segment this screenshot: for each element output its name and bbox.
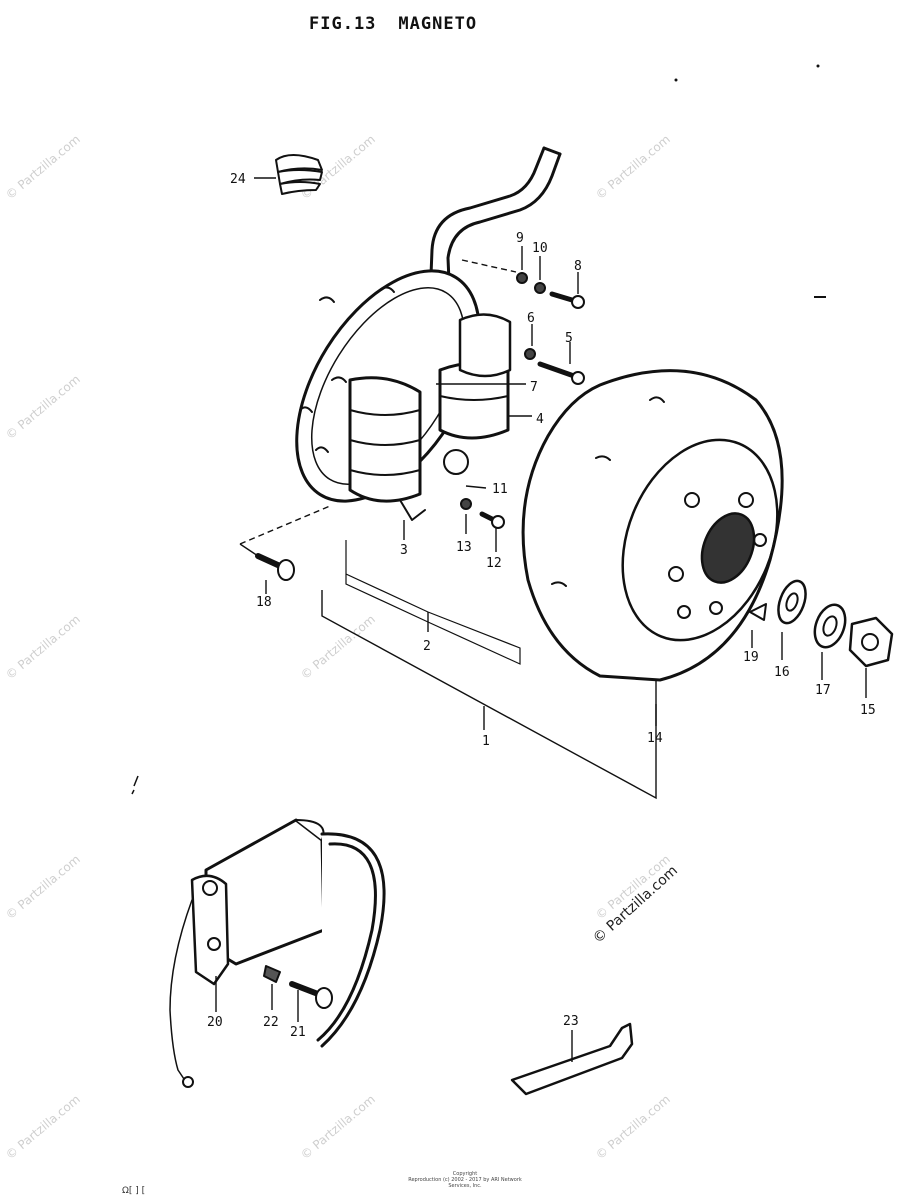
watermark-tile: © Partzilla.com (3, 612, 83, 682)
part-19-key (749, 603, 767, 621)
part-15-nut (848, 616, 894, 668)
watermark-tile: © Partzilla.com (593, 132, 673, 202)
figure-number: FIG.13 (309, 14, 377, 34)
part-6-washer (524, 348, 536, 360)
callout-3: 3 (400, 543, 408, 558)
callout-9: 9 (516, 231, 524, 246)
part-5-screw (537, 361, 585, 385)
callout-17: 17 (815, 683, 831, 698)
callout-22: 22 (263, 1015, 279, 1030)
watermark-tile: © Partzilla.com (3, 1092, 83, 1162)
callout-20: 20 (207, 1015, 223, 1030)
callout-15: 15 (860, 703, 876, 718)
callout-19: 19 (743, 650, 759, 665)
callout-5: 5 (565, 331, 573, 346)
callout-16: 16 (774, 665, 790, 680)
callout-18: 18 (256, 595, 272, 610)
part-9-washer (516, 272, 528, 284)
part-13-washer (460, 498, 472, 510)
corner-text: Ω[ ] [ (122, 1186, 146, 1196)
part-8-screw (549, 291, 585, 309)
stator-lead-cable (428, 146, 562, 307)
callout-10: 10 (532, 241, 548, 256)
callout-24: 24 (230, 172, 246, 187)
part-18-screw (255, 553, 295, 581)
copyright-footer: Copyright Reproduction (c) 2002 - 2017 b… (400, 1171, 530, 1189)
footer-line-2: Reproduction (c) 2002 - 2017 by ARI Netw… (408, 1177, 522, 1189)
callout-6: 6 (527, 311, 535, 326)
callout-labels: 1 2 3 4 5 6 7 8 9 10 11 12 13 14 15 16 1… (207, 172, 876, 1040)
specks (131, 64, 826, 795)
watermark-tile: © Partzilla.com (298, 612, 378, 682)
part-20-ignition-coil (169, 818, 386, 1088)
watermark-tile: © Partzilla.com (3, 372, 83, 442)
callout-1: 1 (482, 734, 490, 749)
part-12-screw (479, 511, 505, 529)
part-23-tool (510, 1022, 634, 1096)
callout-23: 23 (563, 1014, 579, 1029)
part-10-washer (534, 282, 546, 294)
callout-4: 4 (536, 412, 544, 427)
figure-title: FIG.13 MAGNETO (309, 14, 499, 34)
watermark-tile: © Partzilla.com (298, 1092, 378, 1162)
callout-11: 11 (492, 482, 508, 497)
part-17-washer (813, 603, 847, 649)
watermark-tile: © Partzilla.com (3, 852, 83, 922)
watermark-tile: © Partzilla.com (593, 1092, 673, 1162)
part-21-screw (289, 981, 333, 1009)
part-4-coil-assembly (348, 313, 512, 521)
part-22-washer (263, 965, 281, 983)
callout-13: 13 (456, 540, 472, 555)
part-16-washer (777, 579, 807, 625)
callout-14: 14 (647, 731, 663, 746)
leader-lines (215, 177, 867, 1062)
part-14-flywheel-rotor (521, 369, 784, 682)
callout-12: 12 (486, 556, 502, 571)
watermark-tile: © Partzilla.com (3, 132, 83, 202)
footer-line-1: Copyright (452, 1171, 478, 1177)
callout-7: 7 (530, 380, 538, 395)
figure-name: MAGNETO (398, 14, 478, 34)
callout-21: 21 (290, 1025, 306, 1040)
callout-8: 8 (574, 259, 582, 274)
part-24-grommet (275, 154, 323, 195)
callout-2: 2 (423, 639, 431, 654)
